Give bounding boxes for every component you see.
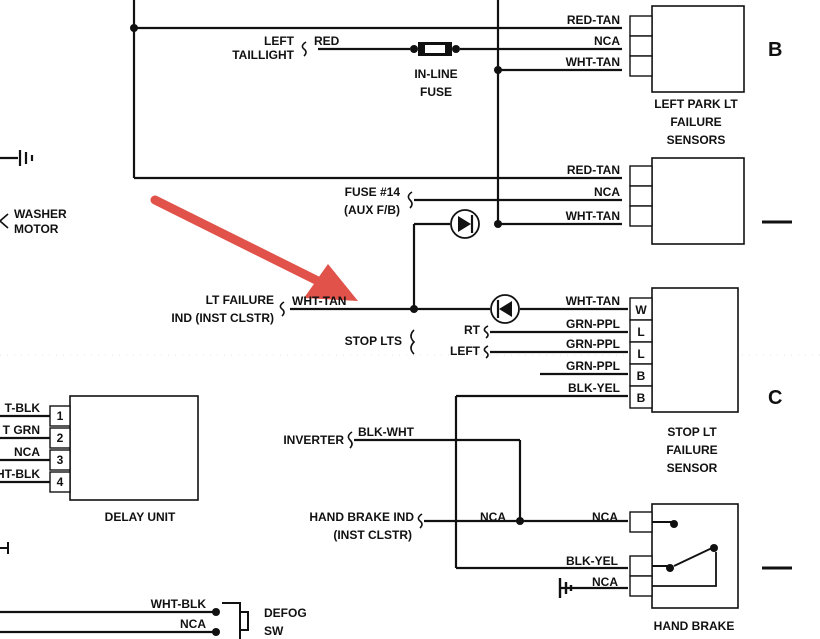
stop-lts-left-label: LEFT: [450, 344, 481, 358]
wire-label: BLK-YEL: [566, 554, 618, 568]
delay-unit-box: [49, 395, 199, 501]
stop-lt-sensor-label-3: SENSOR: [667, 461, 718, 475]
inline-fuse-label-2: FUSE: [420, 85, 452, 99]
diode-stop-lts: [490, 294, 520, 324]
wire-label-red: RED: [314, 34, 340, 48]
hand-brake-ind-label-1: HAND BRAKE IND: [309, 510, 414, 524]
stop-lt-sensor-label-2: FAILURE: [666, 443, 717, 457]
left-park-sensors-label-3: SENSORS: [667, 133, 726, 147]
wire-label: BLK-WHT: [358, 425, 415, 439]
wire-label: NCA: [480, 510, 506, 524]
hand-brake-sw-label-2: SW: [684, 637, 704, 639]
washer-motor-label-2: MOTOR: [14, 222, 59, 236]
wire-label: BLK-YEL: [568, 381, 620, 395]
stop-lts-rt-label: RT: [464, 323, 481, 337]
washer-motor-label-1: WASHER: [14, 207, 67, 221]
wire-label: RED-TAN: [567, 163, 620, 177]
wire-label: T GRN: [3, 423, 40, 437]
wire-label: WHT-TAN: [566, 294, 620, 308]
left-taillight-label-1: LEFT: [264, 34, 295, 48]
delay-unit-label: DELAY UNIT: [105, 510, 176, 524]
pin-label: 2: [57, 431, 64, 445]
hand-brake-sw-label-1: HAND BRAKE: [654, 619, 735, 633]
defog-wires: [0, 602, 249, 639]
junction-dots: [130, 24, 524, 525]
pin-label: W: [635, 303, 647, 317]
delay-unit-wires: [0, 414, 50, 484]
stop-lts-wires: [456, 330, 628, 398]
bus-wires: [132, 0, 628, 311]
wire-label: RED-TAN: [567, 13, 620, 27]
wire-label: WHT-BLK: [151, 597, 207, 611]
wire-label: HT-BLK: [0, 467, 40, 481]
fuse14-label-2: (AUX F/B): [344, 203, 400, 217]
pin-label: 1: [57, 409, 64, 423]
lt-failure-ind-label-2: IND (INST CLSTR): [171, 311, 274, 325]
fuse14-label-1: FUSE #14: [345, 185, 401, 199]
annotation-arrow: [150, 195, 358, 301]
wire-label: GRN-PPL: [566, 337, 620, 351]
wire-label: NCA: [180, 617, 206, 631]
wire-label: NCA: [592, 510, 618, 524]
left-edge-symbols: [0, 150, 820, 554]
inline-fuse-symbol: [410, 42, 460, 56]
wire-label: WHT-TAN: [566, 55, 620, 69]
pin-label: L: [637, 347, 644, 361]
wire-label: NCA: [592, 575, 618, 589]
pin-label: 4: [57, 475, 64, 489]
left-park-sensor-middle: [629, 157, 745, 245]
left-park-sensors-label-2: FAILURE: [670, 115, 721, 129]
inline-fuse-label-1: IN-LINE: [414, 67, 457, 81]
section-b-label: B: [768, 39, 782, 61]
wire-label: GRN-PPL: [566, 317, 620, 331]
stop-lt-failure-sensor: [629, 287, 739, 413]
labels: B C LEFT TAILLIGHT RED IN-LINE FUSE RED-…: [0, 13, 792, 639]
wire-label: NCA: [594, 34, 620, 48]
wire-label: WHT-TAN: [566, 209, 620, 223]
left-park-sensor-top: [629, 5, 745, 93]
diode-fuse14: [450, 209, 480, 239]
wire-label: GRN-PPL: [566, 359, 620, 373]
hand-brake-ind-label-2: (INST CLSTR): [333, 528, 412, 542]
section-c-label: C: [768, 387, 782, 409]
pin-label: B: [637, 369, 646, 383]
wire-label: WHT-TAN: [292, 294, 346, 308]
inverter-label: INVERTER: [283, 433, 344, 447]
hand-brake-switch: [629, 503, 739, 609]
left-park-sensors-label-1: LEFT PARK LT: [654, 97, 738, 111]
lt-failure-ind-label-1: LT FAILURE: [206, 293, 274, 307]
pin-label: L: [637, 325, 644, 339]
stop-lts-label: STOP LTS: [345, 334, 402, 348]
wire-label: NCA: [594, 185, 620, 199]
hand-brake-wires: [354, 396, 628, 598]
stop-lt-sensor-label-1: STOP LT: [667, 425, 717, 439]
defog-sw-label-2: SW: [264, 624, 284, 638]
left-taillight-label-2: TAILLIGHT: [232, 48, 294, 62]
pin-label: B: [637, 391, 646, 405]
wire-label: T-BLK: [5, 401, 41, 415]
wire-label: NCA: [14, 445, 40, 459]
wire-tails: [279, 41, 489, 529]
defog-sw-label-1: DEFOG: [264, 606, 307, 620]
pin-label: 3: [57, 453, 64, 467]
